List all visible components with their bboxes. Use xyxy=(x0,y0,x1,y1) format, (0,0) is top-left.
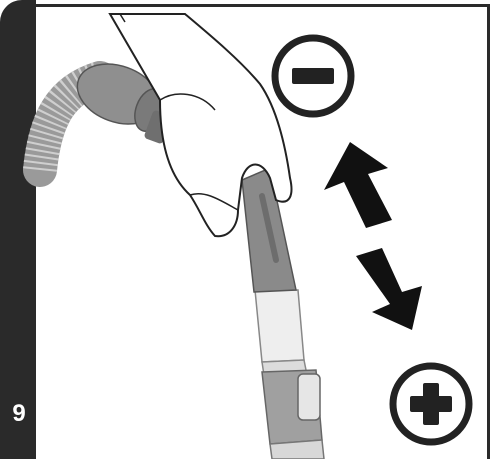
double-arrow-icon xyxy=(324,142,422,330)
step-sidebar: 9 xyxy=(0,0,36,459)
frame-right-border xyxy=(487,4,490,459)
frame-top-border xyxy=(22,4,490,7)
step-number: 9 xyxy=(12,400,26,427)
tube-release-button xyxy=(297,373,321,421)
telescopic-tube xyxy=(241,166,325,459)
hand xyxy=(108,13,293,238)
minus-circle-icon xyxy=(271,34,355,118)
plus-circle-icon xyxy=(389,362,473,446)
